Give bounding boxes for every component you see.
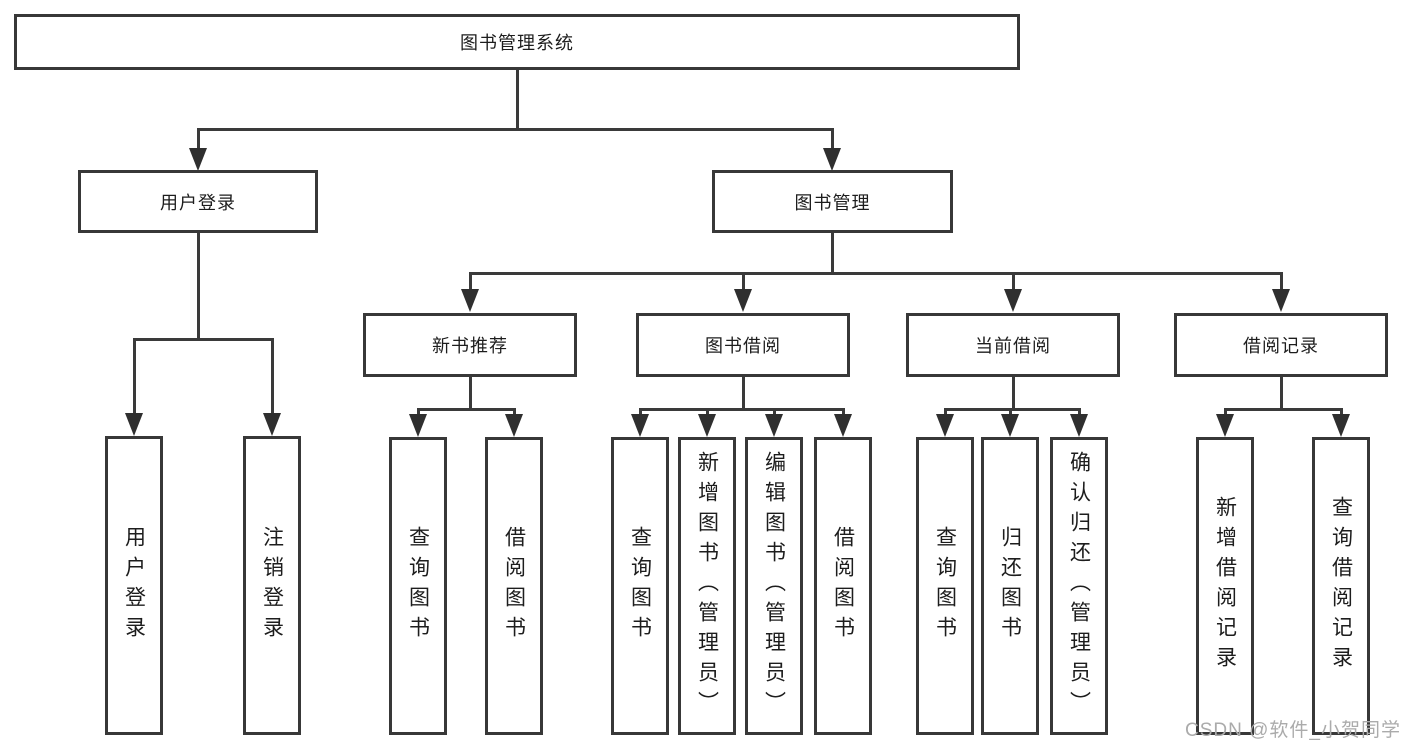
- connector-book-management-trunk: [831, 233, 834, 272]
- node-leaf-add-borrow-record: 新增借阅记录: [1196, 437, 1254, 735]
- connector-root-split-bar: [197, 128, 834, 131]
- node-current-borrow: 当前借阅: [906, 313, 1120, 377]
- arrow-down-icon: [1001, 414, 1019, 437]
- connector-root-trunk: [516, 70, 519, 128]
- connector-drop-leaf: [639, 408, 642, 416]
- connector-drop-leaf: [944, 408, 947, 416]
- node-leaf-logout: 注销登录: [243, 436, 301, 735]
- connector-drop-leaf: [706, 408, 709, 416]
- connector-drop-login-leaf: [133, 338, 136, 414]
- node-new-book-recommend: 新书推荐: [363, 313, 577, 377]
- node-leaf-add-books-admin: 新增图书（管理员）: [678, 437, 736, 735]
- node-book-borrow-label: 图书借阅: [705, 336, 781, 356]
- arrow-down-icon: [1216, 414, 1234, 437]
- connector-book-borrow-trunk: [742, 377, 745, 408]
- arrow-down-icon: [409, 414, 427, 437]
- connector-drop-leaf: [513, 408, 516, 416]
- arrow-down-icon: [1004, 289, 1022, 312]
- node-leaf-borrow-books-recommend: 借阅图书: [485, 437, 543, 735]
- connector-user-login-trunk: [197, 233, 200, 338]
- node-borrow-records: 借阅记录: [1174, 313, 1388, 377]
- arrow-down-icon: [505, 414, 523, 437]
- arrow-down-icon: [125, 413, 143, 436]
- arrow-down-icon: [698, 414, 716, 437]
- node-borrow-records-label: 借阅记录: [1243, 336, 1319, 356]
- leaf-label: 查询图书: [628, 526, 652, 646]
- node-book-management-label: 图书管理: [794, 192, 871, 213]
- connector-drop-leaf: [1078, 408, 1081, 416]
- connector-borrow-records-trunk: [1280, 377, 1283, 408]
- leaf-label: 借阅图书: [502, 526, 526, 646]
- node-user-login-module: 用户登录: [78, 170, 318, 233]
- leaf-label: 注销登录: [260, 525, 284, 646]
- node-leaf-edit-books-admin: 编辑图书（管理员）: [745, 437, 803, 735]
- arrow-down-icon: [189, 148, 207, 171]
- connector-book-management-split-bar: [469, 272, 1283, 275]
- node-leaf-user-login: 用户登录: [105, 436, 163, 735]
- connector-drop-leaf: [417, 408, 420, 416]
- leaf-label: 查询图书: [406, 526, 430, 646]
- arrow-down-icon: [765, 414, 783, 437]
- node-leaf-query-books-recommend: 查询图书: [389, 437, 447, 735]
- connector-drop-current-borrow: [1012, 272, 1015, 290]
- connector-drop-leaf: [1224, 408, 1227, 416]
- arrow-down-icon: [461, 289, 479, 312]
- node-leaf-query-books-borrow: 查询图书: [611, 437, 669, 735]
- node-root-system: 图书管理系统: [14, 14, 1020, 70]
- node-leaf-query-books-current: 查询图书: [916, 437, 974, 735]
- connector-drop-leaf: [842, 408, 845, 416]
- arrow-down-icon: [1332, 414, 1350, 437]
- arrow-down-icon: [823, 148, 841, 171]
- connector-drop-leaf: [1009, 408, 1012, 416]
- node-root-label: 图书管理系统: [460, 33, 574, 53]
- connector-drop-user-login: [197, 128, 200, 150]
- leaf-label: 确认归还（管理员）: [1067, 451, 1091, 721]
- node-leaf-confirm-return-admin: 确认归还（管理员）: [1050, 437, 1108, 735]
- connector-new-book-recommend-split-bar: [417, 408, 516, 411]
- leaf-label: 新增借阅记录: [1213, 496, 1237, 676]
- csdn-watermark: CSDN @软件_小贺同学: [1185, 720, 1401, 741]
- connector-drop-new-book-recommend: [469, 272, 472, 290]
- leaf-label: 归还图书: [998, 526, 1022, 646]
- arrow-down-icon: [1070, 414, 1088, 437]
- arrow-down-icon: [1272, 289, 1290, 312]
- leaf-label: 查询图书: [933, 526, 957, 646]
- connector-drop-leaf: [773, 408, 776, 416]
- connector-drop-logout-leaf: [271, 338, 274, 414]
- connector-drop-borrow-records: [1280, 272, 1283, 290]
- leaf-label: 查询借阅记录: [1329, 496, 1353, 676]
- leaf-label: 新增图书（管理员）: [695, 451, 719, 721]
- connector-drop-leaf: [1340, 408, 1343, 416]
- leaf-label: 用户登录: [122, 525, 146, 646]
- node-new-book-recommend-label: 新书推荐: [432, 336, 508, 356]
- connector-current-borrow-trunk: [1012, 377, 1015, 408]
- arrow-down-icon: [263, 413, 281, 436]
- node-book-management-module: 图书管理: [712, 170, 953, 233]
- arrow-down-icon: [734, 289, 752, 312]
- node-user-login-label: 用户登录: [160, 192, 236, 213]
- connector-user-login-split-bar: [133, 338, 274, 341]
- connector-current-borrow-split-bar: [944, 408, 1081, 411]
- node-leaf-return-books: 归还图书: [981, 437, 1039, 735]
- connector-borrow-records-split-bar: [1224, 408, 1342, 411]
- connector-drop-book-borrow: [742, 272, 745, 290]
- arrow-down-icon: [834, 414, 852, 437]
- arrow-down-icon: [631, 414, 649, 437]
- connector-book-borrow-split-bar: [639, 408, 845, 411]
- node-book-borrow: 图书借阅: [636, 313, 850, 377]
- node-leaf-borrow-books: 借阅图书: [814, 437, 872, 735]
- node-leaf-query-borrow-record: 查询借阅记录: [1312, 437, 1370, 735]
- node-current-borrow-label: 当前借阅: [975, 336, 1051, 356]
- connector-drop-book-management: [831, 128, 834, 150]
- leaf-label: 借阅图书: [831, 526, 855, 646]
- arrow-down-icon: [936, 414, 954, 437]
- connector-new-book-recommend-trunk: [469, 377, 472, 408]
- leaf-label: 编辑图书（管理员）: [762, 451, 786, 721]
